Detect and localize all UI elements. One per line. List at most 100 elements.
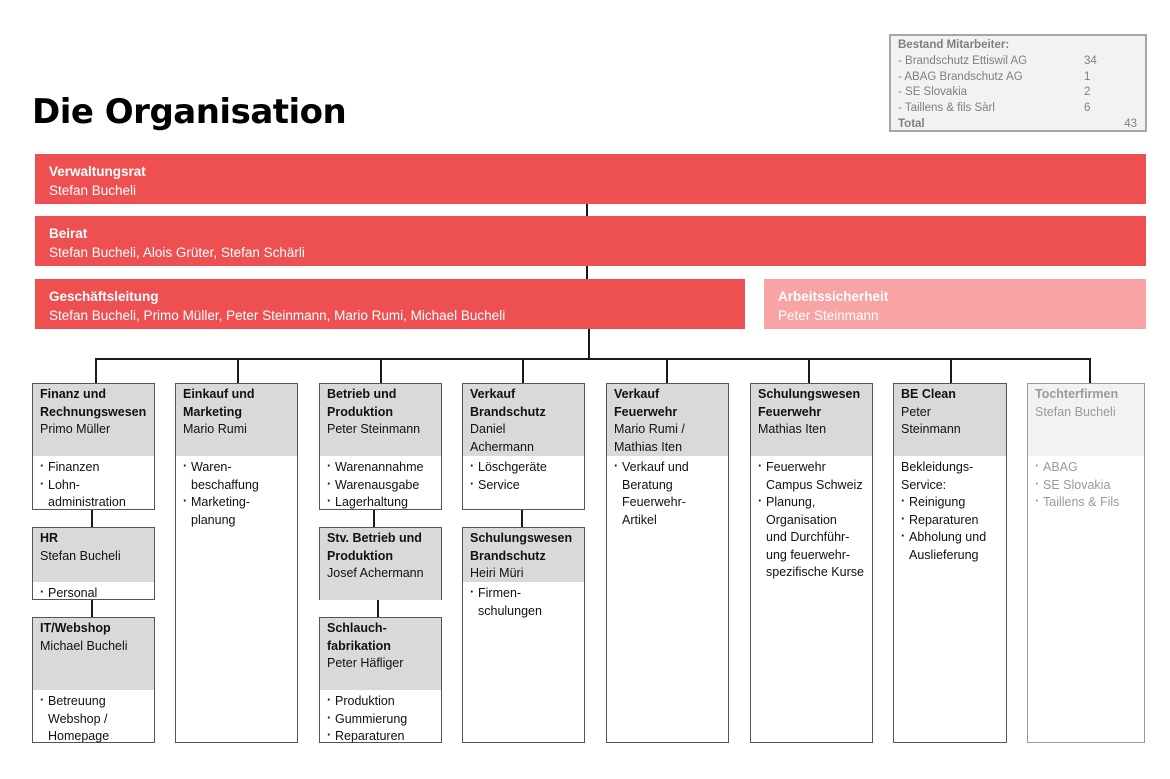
dept-person: Peter Häfliger <box>327 656 404 670</box>
dept-title: Feuerwehr <box>758 404 822 419</box>
headcount-count: 1 <box>1084 70 1091 83</box>
dept-title: Produktion <box>327 404 393 419</box>
dept-person: Heiri Müri <box>470 566 524 580</box>
dept-person: Achermann <box>470 439 534 454</box>
dept-body: Waren-beschaffungMarketing-planung <box>176 456 297 529</box>
headcount-row: - ABAG Brandschutz AG 1 <box>898 70 1137 86</box>
dept-person: Daniel <box>470 422 506 436</box>
dept-title: Marketing <box>183 404 243 419</box>
connector-line <box>950 358 952 384</box>
headcount-total-label: Total <box>898 117 925 130</box>
arbeitssicherheit-title: Arbeitssicherheit <box>778 289 889 304</box>
dept-task-item: Reparaturen <box>901 511 1000 530</box>
verwaltungsrat-people: Stefan Bucheli <box>49 183 137 198</box>
dept-title: Produktion <box>327 548 393 563</box>
geschaeftsleitung-title: Geschäftsleitung <box>49 289 159 304</box>
connector-line <box>588 329 590 359</box>
dept-task-list: Firmen-schulungen <box>470 584 578 620</box>
page-title: Die Organisation <box>32 92 347 132</box>
connector-line <box>95 358 97 384</box>
dept-title: Stv. Betrieb und <box>327 531 422 545</box>
dept-task-list: WarenannahmeWarenausgabeLagerhaltung <box>327 458 435 512</box>
dept-title: Finanz und <box>40 387 106 401</box>
dept-person: Peter <box>901 404 931 419</box>
connector-line <box>91 599 93 617</box>
beirat-bar: Beirat Stefan Bucheli, Alois Grüter, Ste… <box>35 216 1146 266</box>
dept-person: Mathias Iten <box>614 439 683 454</box>
headcount-company: - ABAG Brandschutz AG <box>898 70 1023 83</box>
dept-title: Tochterfirmen <box>1035 387 1119 401</box>
beirat-people: Stefan Bucheli, Alois Grüter, Stefan Sch… <box>49 245 305 260</box>
dept-task-item: Reparaturen <box>327 727 435 746</box>
dept-title: Verkauf <box>470 387 516 401</box>
dept-title: Betrieb und <box>327 387 397 401</box>
dept-person: Steinmann <box>901 422 961 436</box>
dept-title: Brandschutz <box>470 404 546 419</box>
dept-task-item: SE Slovakia <box>1035 476 1138 495</box>
dept-person: Primo Müller <box>40 422 111 436</box>
dept-task-item: Lagerhaltung <box>327 493 435 512</box>
dept-title: Rechnungswesen <box>40 404 147 419</box>
dept-body: Firmen-schulungen <box>463 582 584 620</box>
dept-person: Peter Steinmann <box>327 422 421 436</box>
geschaeftsleitung-people: Stefan Bucheli, Primo Müller, Peter Stei… <box>49 308 506 323</box>
dept-title: Feuerwehr <box>614 404 678 419</box>
dept-title: Schulungswesen <box>758 387 861 401</box>
connector-line <box>521 509 523 527</box>
dept-task-item: Taillens & Fils <box>1035 493 1138 512</box>
dept-task-item: Gummierung <box>327 710 435 729</box>
dept-task-item: Service <box>470 476 578 495</box>
dept-task-item: ABAG <box>1035 458 1138 477</box>
dept-body: ProduktionGummierungReparaturen <box>320 690 441 746</box>
connector-line <box>380 358 382 384</box>
headcount-heading: Bestand Mitarbeiter: <box>898 39 1010 51</box>
headcount-company: - Taillens & fils Sàrl <box>898 102 995 115</box>
dept-body: Bekleidungs-Service:ReinigungReparaturen… <box>894 456 1006 564</box>
headcount-count: 2 <box>1084 86 1091 99</box>
dept-title: fabrikation <box>327 638 391 653</box>
dept-title: Schlauch- <box>327 621 387 635</box>
dept-person: Mario Rumi <box>183 422 247 436</box>
geschaeftsleitung-bar: Geschäftsleitung Stefan Bucheli, Primo M… <box>35 279 745 329</box>
dept-task-list: ReinigungReparaturenAbholung undAusliefe… <box>901 493 1000 564</box>
dept-person: Josef Achermann <box>327 566 424 580</box>
connector-line <box>808 358 810 384</box>
dept-task-list: LöschgeräteService <box>470 458 578 495</box>
dept-task-item: Marketing-planung <box>183 493 291 529</box>
dept-body <box>320 600 441 603</box>
dept-intro: Bekleidungs- <box>901 460 974 474</box>
dept-task-item: Lohn-administration <box>40 476 148 512</box>
dept-task-item: Löschgeräte <box>470 458 578 477</box>
dept-body: WarenannahmeWarenausgabeLagerhaltung <box>320 456 441 512</box>
connector-line <box>522 358 524 384</box>
dept-title: BE Clean <box>901 387 956 401</box>
dept-task-list: ProduktionGummierungReparaturen <box>327 692 435 746</box>
dept-task-item: Waren-beschaffung <box>183 458 291 494</box>
connector-line <box>586 204 588 216</box>
dept-body: FinanzenLohn-administration <box>33 456 154 512</box>
